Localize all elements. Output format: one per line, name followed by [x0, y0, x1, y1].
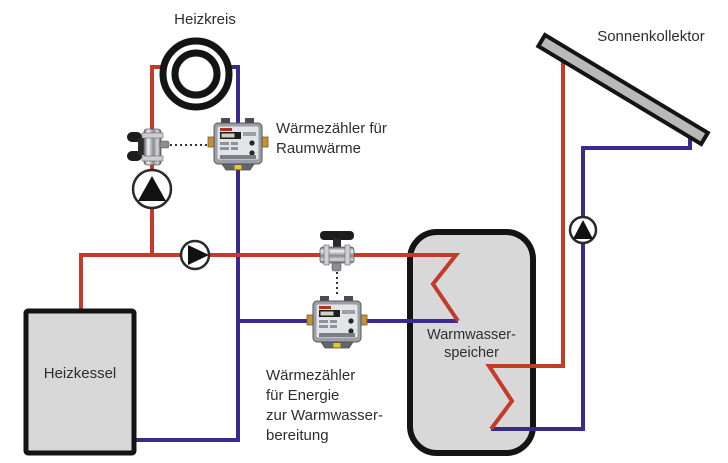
heat-meter-icon-dhw: [306, 295, 368, 349]
ball-valve-icon-upper: [127, 128, 170, 166]
storage-tank-label: Warmwasser- speicher: [427, 327, 516, 361]
storage-tank-vessel: [407, 229, 536, 456]
heat-meter-room-label: Wärmezähler für Raumwärme: [276, 120, 387, 157]
heating-coil-icon: [159, 37, 233, 111]
pump-icon-heating: [131, 168, 173, 210]
solar-collector-label: Sonnenkollektor: [597, 28, 705, 45]
boiler-label: Heizkessel: [43, 365, 117, 382]
heat-meter-dhw-label: Wärmezähler für Energie zur Warmwasser- …: [266, 367, 383, 444]
heat-meter-icon-room: [207, 117, 269, 171]
pump-icon-boiler: [179, 239, 211, 271]
boiler-vessel: [23, 308, 137, 456]
flow-pipe-boiler: [79, 253, 461, 323]
solar-collector-panel: [535, 32, 711, 147]
ball-valve-icon-middle: [319, 231, 355, 272]
heating-circuit-label: Heizkreis: [174, 11, 236, 28]
pump-icon-solar: [568, 215, 598, 245]
flow-pipe-solar: [485, 50, 565, 431]
return-pipe-solar: [491, 130, 692, 431]
